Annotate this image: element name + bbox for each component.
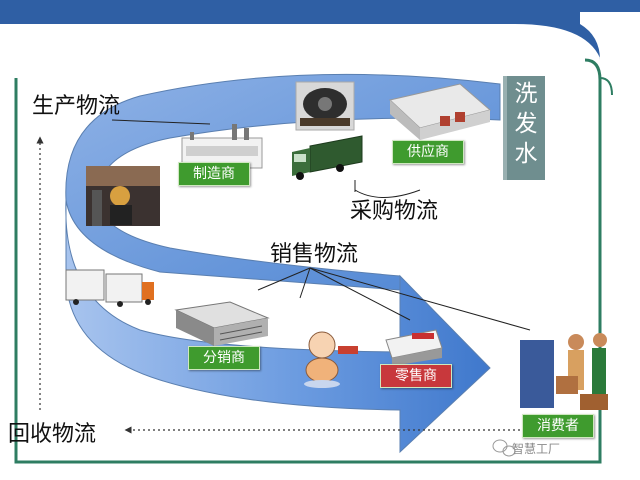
- retailer-tag: 零售商: [380, 364, 452, 388]
- train-image: [295, 81, 355, 131]
- warehouse-image: [388, 83, 492, 140]
- vertical-char-1: 洗: [514, 81, 538, 107]
- inner-frame: [599, 77, 613, 96]
- store-image: [385, 329, 443, 366]
- consumers-image: [520, 333, 608, 410]
- manufacturer-tag: 制造商: [178, 162, 250, 186]
- distribution-building-image: [174, 301, 270, 346]
- sales-pointer-4: [309, 267, 531, 331]
- production-pointer: [111, 119, 211, 125]
- vertical-char-2: 发: [514, 111, 538, 137]
- sales-pointer-2: [299, 267, 311, 299]
- production-loop: [65, 73, 501, 291]
- production-logistics-label: 生产物流: [32, 94, 121, 119]
- recycling-logistics-label: 回收物流: [8, 422, 97, 447]
- consumer-tag: 消费者: [522, 414, 594, 438]
- mascot-image: [304, 331, 358, 388]
- shampoo-vertical-box: 洗 发 水: [503, 76, 545, 180]
- sales-arrow: [65, 199, 491, 454]
- watermark-text: 智慧工厂: [512, 442, 561, 456]
- sales-pointer-1: [257, 267, 311, 291]
- sales-pointer-3: [309, 267, 411, 321]
- sales-logistics-label: 销售物流: [270, 242, 359, 267]
- distributor-tag: 分销商: [188, 346, 260, 370]
- green-truck-image: [292, 135, 363, 180]
- procurement-logistics-label: 采购物流: [350, 199, 439, 224]
- procurement-pointer-2: [354, 189, 421, 198]
- header-band: [0, 0, 640, 12]
- worker-scene-image: [86, 166, 160, 226]
- vertical-char-3: 水: [514, 141, 538, 167]
- semi-trucks-image: [65, 269, 154, 307]
- header-fill: [0, 12, 580, 24]
- supplier-tag: 供应商: [392, 140, 464, 164]
- wechat-icon: [492, 439, 516, 457]
